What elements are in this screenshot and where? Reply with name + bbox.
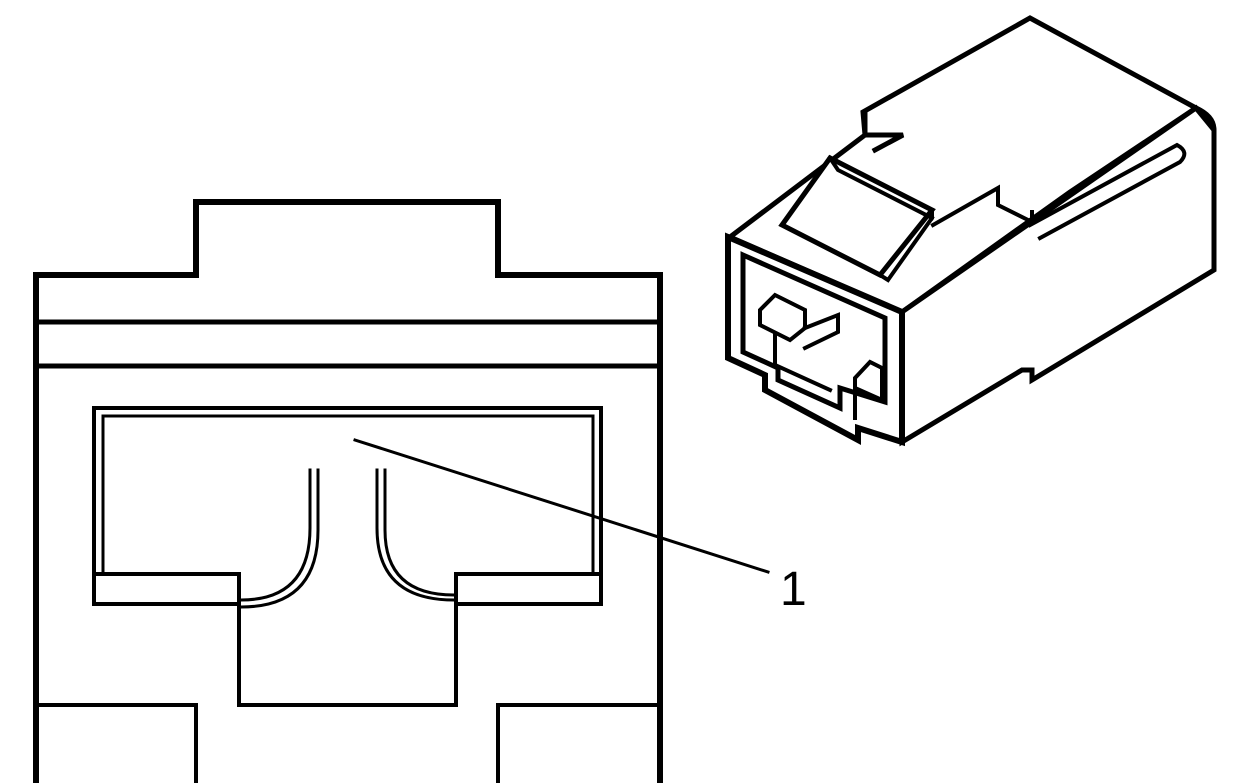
connector-body-outline [33, 199, 663, 783]
connector-front-view: 1 [33, 199, 807, 783]
callout-1-leader [353, 438, 770, 574]
terminal-tangs [239, 468, 456, 609]
callout-1-label: 1 [780, 563, 807, 616]
connector-opening [740, 251, 888, 420]
connector-bottom-feet [34, 703, 662, 783]
terminal-cavity [92, 406, 603, 707]
connector-isometric-view [725, 15, 1217, 447]
connector-latch [778, 154, 936, 283]
connector-side-face [899, 104, 1217, 447]
